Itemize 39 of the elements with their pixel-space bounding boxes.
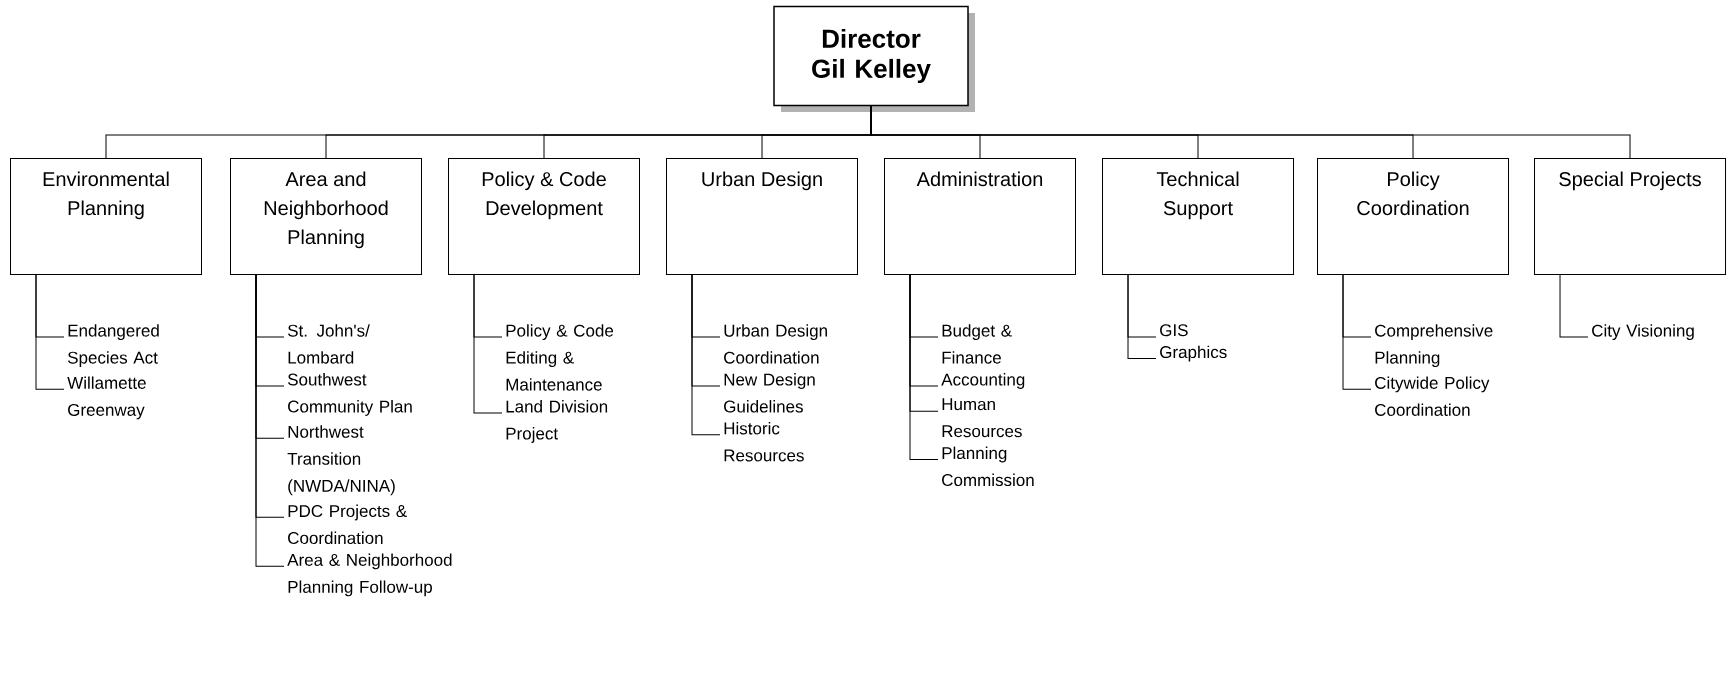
item-label: Willamette Greenway xyxy=(67,376,146,420)
item-label: Southwest Community Plan xyxy=(287,373,412,416)
item-label: Comprehensive Planning xyxy=(1375,324,1493,368)
item-label: Accounting xyxy=(941,373,1025,389)
tree-connector xyxy=(691,274,721,436)
director-box: Director Gil Kelley xyxy=(773,5,975,112)
item-label: Planning Commission xyxy=(942,446,1034,487)
tree-connector xyxy=(255,274,285,567)
item-label: New Design Guidelines xyxy=(724,373,815,413)
tree-connector xyxy=(909,274,939,460)
department-box: Special Projects xyxy=(1534,158,1726,275)
item-label: Human Resources xyxy=(942,398,1022,438)
item-label: Land Division Project xyxy=(506,400,608,443)
department-box: Administration xyxy=(884,158,1076,275)
tree-connector xyxy=(1342,274,1372,390)
item-label: Endangered Species Act xyxy=(67,324,159,368)
department-box: Technical Support xyxy=(1102,158,1294,275)
department-box: Urban Design xyxy=(666,158,858,275)
item-label: Policy & Code Editing & Maintenance xyxy=(506,324,614,391)
item-label: City Visioning xyxy=(1592,324,1694,341)
tree-connector xyxy=(473,274,503,414)
item-label: Northwest Transition (NWDA/NINA) xyxy=(287,425,395,496)
item-label: St. John's/ Lombard xyxy=(287,324,370,364)
org-connector xyxy=(870,105,1631,159)
tree-connector xyxy=(1127,274,1157,359)
item-label: Historic Resources xyxy=(724,421,804,462)
item-label: Area & Neighborhood Planning Follow-up xyxy=(287,553,452,597)
department-box: Area and Neighborhood Planning xyxy=(230,158,422,275)
department-box: Environmental Planning xyxy=(10,158,202,275)
department-box: Policy & Code Development xyxy=(448,158,640,275)
tree-connector xyxy=(35,274,65,390)
item-label: Citywide Policy Coordination xyxy=(1375,376,1490,416)
item-label: Budget & Finance xyxy=(942,324,1012,364)
item-label: Graphics xyxy=(1160,345,1227,362)
item-label: GIS xyxy=(1160,324,1188,337)
item-label: PDC Projects & Coordination xyxy=(288,504,407,545)
tree-connector xyxy=(1559,274,1589,338)
department-box: Policy Coordination xyxy=(1317,158,1509,275)
item-label: Urban Design Coordination xyxy=(724,324,827,364)
